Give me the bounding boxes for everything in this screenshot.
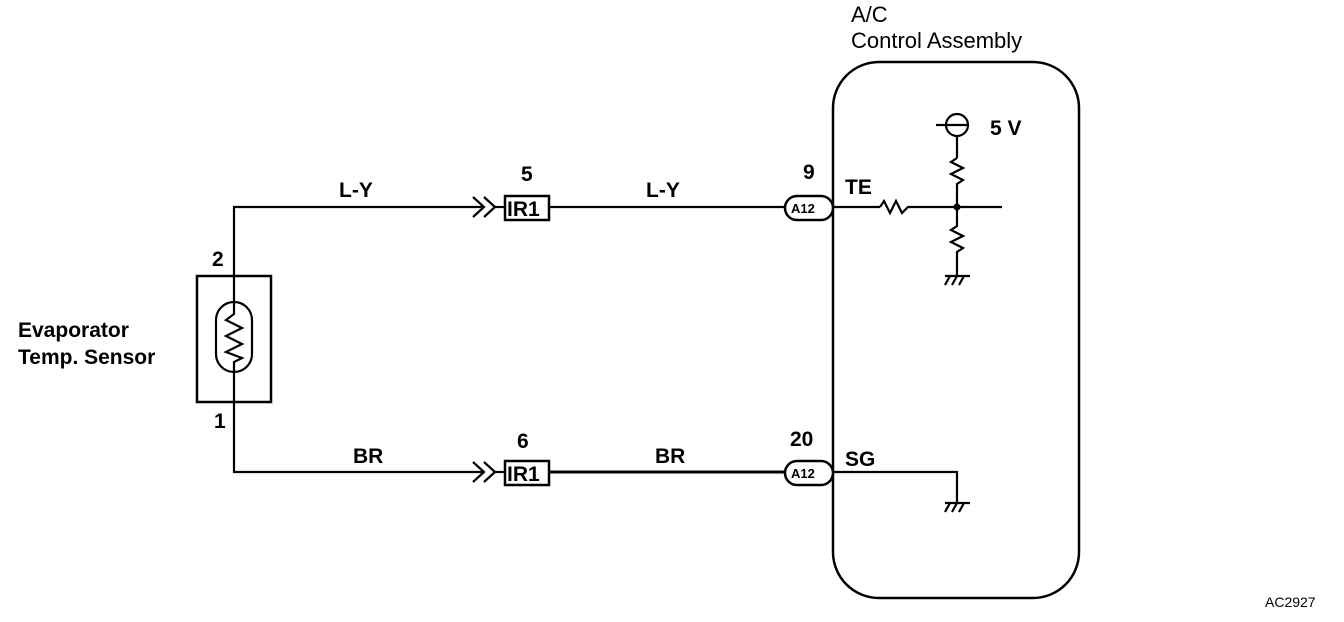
wire-top-right-color: L-Y	[646, 179, 680, 202]
wire-top-left-color: L-Y	[339, 179, 373, 202]
sensor-pin-1: 1	[214, 410, 226, 433]
ir1-bottom-connector	[503, 459, 551, 487]
figure-id: AC2927	[1265, 594, 1316, 610]
ir1-top-label: IR1	[507, 198, 540, 221]
ir1-top-pin: 5	[521, 163, 533, 186]
ground-symbol-sg	[944, 501, 970, 513]
supply-voltage: 5 V	[990, 117, 1022, 140]
pulldown-resistor	[948, 207, 966, 276]
a12-bottom-pin: 20	[790, 428, 813, 451]
wire-bottom-left-color: BR	[353, 445, 383, 468]
ground-symbol-te	[944, 274, 970, 286]
control-assembly-title-line1: A/C	[851, 2, 888, 27]
wire-l-y-left	[232, 205, 484, 276]
ir1-bottom-label: IR1	[507, 463, 540, 486]
a12-top-pin: 9	[803, 161, 815, 184]
wire-br-left	[232, 402, 484, 474]
ir1-bottom-connector-arrow	[472, 461, 486, 483]
wire-bottom-right-color: BR	[655, 445, 685, 468]
te-series-resistor	[879, 198, 912, 216]
thermistor-symbol	[214, 276, 254, 402]
sg-ground-wire	[833, 470, 959, 503]
sensor-label-line1: Evaporator	[18, 319, 129, 342]
ir1-top-connector	[503, 194, 551, 222]
control-assembly-box	[831, 60, 1081, 600]
sensor-label-line2: Temp. Sensor	[18, 346, 155, 369]
terminal-sg: SG	[845, 448, 875, 471]
pullup-resistor	[948, 157, 966, 207]
control-assembly-title-line2: Control Assembly	[851, 28, 1022, 53]
terminal-te: TE	[845, 176, 872, 199]
a12-bottom-label: A12	[791, 466, 815, 481]
ir1-top-connector-arrow	[472, 196, 486, 218]
ir1-bottom-pin: 6	[517, 430, 529, 453]
a12-top-label: A12	[791, 201, 815, 216]
sensor-pin-2: 2	[212, 248, 224, 271]
